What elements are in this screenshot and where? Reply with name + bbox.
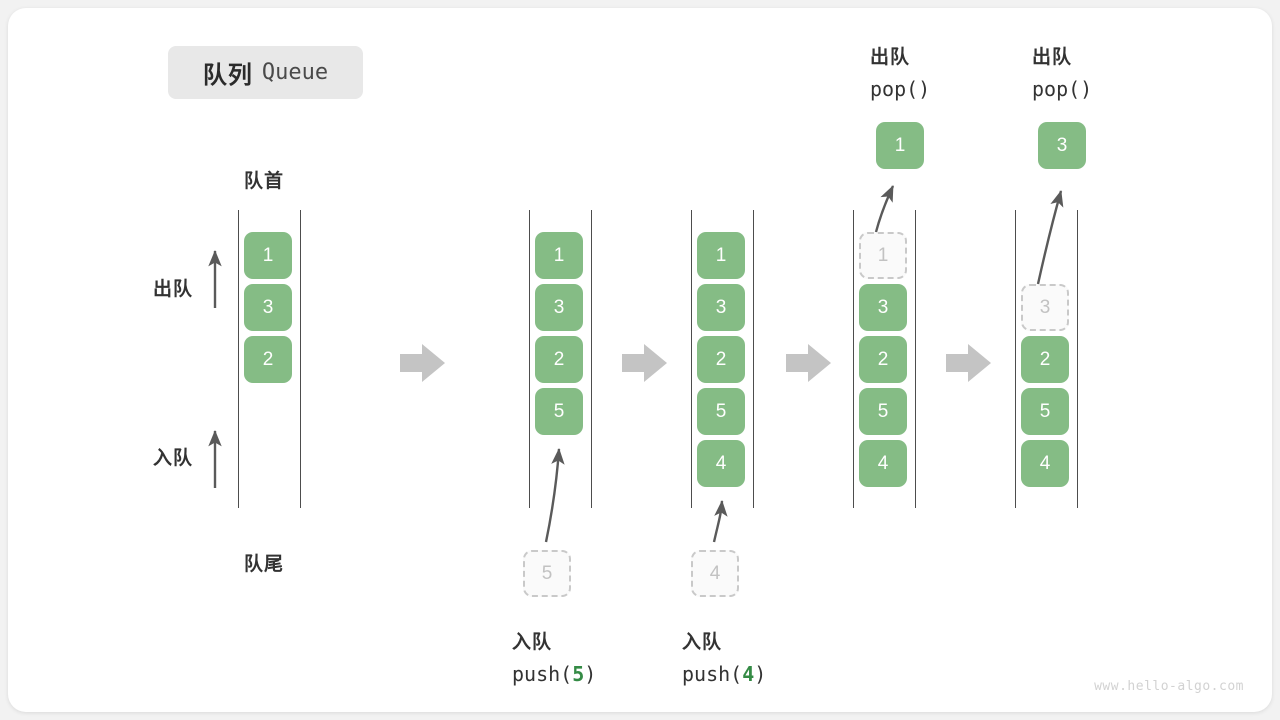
queue-cell: 3 bbox=[244, 284, 292, 331]
title-english: Queue bbox=[261, 60, 329, 85]
title-chinese: 队列 bbox=[202, 62, 253, 89]
outgoing-ghost-cell: 3 bbox=[1021, 284, 1069, 331]
queue-rail-left-c1 bbox=[238, 210, 239, 508]
step-arrow-2 bbox=[622, 344, 667, 382]
queue-cell: 1 bbox=[244, 232, 292, 279]
queue-cell: 4 bbox=[1021, 440, 1069, 487]
queue-cell: 1 bbox=[697, 232, 745, 279]
queue-cell: 3 bbox=[535, 284, 583, 331]
caption-pop-code: pop() bbox=[1032, 77, 1093, 101]
diagram-stage: 队列 Queue 队首 队尾 出队 入队 1 3 2 1 3 2 5 5 入队 … bbox=[8, 8, 1272, 712]
caption-push-code: push(5) bbox=[512, 662, 597, 686]
pop-arrow-1 bbox=[874, 185, 895, 233]
queue-cell: 5 bbox=[1021, 388, 1069, 435]
diagram-title-chip: 队列 Queue bbox=[168, 46, 363, 99]
label-front: 队首 bbox=[244, 171, 285, 192]
queue-cell: 4 bbox=[859, 440, 907, 487]
queue-rail-left-c2 bbox=[529, 210, 530, 508]
queue-rail-right-c4 bbox=[915, 210, 916, 508]
queue-rail-left-c3 bbox=[691, 210, 692, 508]
queue-cell-new: 4 bbox=[697, 440, 745, 487]
push-arrow-5 bbox=[544, 448, 565, 543]
queue-cell: 2 bbox=[859, 336, 907, 383]
pop-arrow-3 bbox=[1036, 190, 1064, 285]
outgoing-ghost-cell: 1 bbox=[859, 232, 907, 279]
step-arrow-3 bbox=[786, 344, 831, 382]
caption-push-cn: 入队 bbox=[682, 632, 723, 653]
caption-push-cn: 入队 bbox=[512, 632, 553, 653]
diagram-card: 队列 Queue 队首 队尾 出队 入队 1 3 2 1 3 2 5 5 入队 … bbox=[8, 8, 1272, 712]
queue-rail-right-c3 bbox=[753, 210, 754, 508]
step-arrow-1 bbox=[400, 344, 445, 382]
label-pop-side: 出队 bbox=[153, 279, 194, 300]
caption-pop-cn: 出队 bbox=[870, 47, 911, 68]
queue-cell: 3 bbox=[859, 284, 907, 331]
watermark: www.hello-algo.com bbox=[1094, 679, 1244, 694]
push-arrow-4 bbox=[712, 500, 728, 543]
label-rear: 队尾 bbox=[244, 554, 285, 575]
queue-cell: 5 bbox=[697, 388, 745, 435]
incoming-ghost-cell: 5 bbox=[523, 550, 571, 597]
caption-push-code: push(4) bbox=[682, 662, 767, 686]
step-arrow-4 bbox=[946, 344, 991, 382]
queue-rail-right-c1 bbox=[300, 210, 301, 508]
queue-cell: 3 bbox=[697, 284, 745, 331]
queue-rail-right-c2 bbox=[591, 210, 592, 508]
queue-cell: 2 bbox=[535, 336, 583, 383]
arrow-overlay bbox=[208, 185, 1064, 543]
queue-rail-left-c5 bbox=[1015, 210, 1016, 508]
caption-pop-code: pop() bbox=[870, 77, 931, 101]
queue-rail-left-c4 bbox=[853, 210, 854, 508]
queue-cell: 2 bbox=[244, 336, 292, 383]
caption-pop-cn: 出队 bbox=[1032, 47, 1073, 68]
label-push-side: 入队 bbox=[153, 448, 194, 469]
queue-cell: 2 bbox=[1021, 336, 1069, 383]
queue-cell-new: 5 bbox=[535, 388, 583, 435]
incoming-ghost-cell: 4 bbox=[691, 550, 739, 597]
popped-cell: 3 bbox=[1038, 122, 1086, 169]
queue-rail-right-c5 bbox=[1077, 210, 1078, 508]
queue-cell: 1 bbox=[535, 232, 583, 279]
popped-cell: 1 bbox=[876, 122, 924, 169]
queue-cell: 2 bbox=[697, 336, 745, 383]
queue-cell: 5 bbox=[859, 388, 907, 435]
